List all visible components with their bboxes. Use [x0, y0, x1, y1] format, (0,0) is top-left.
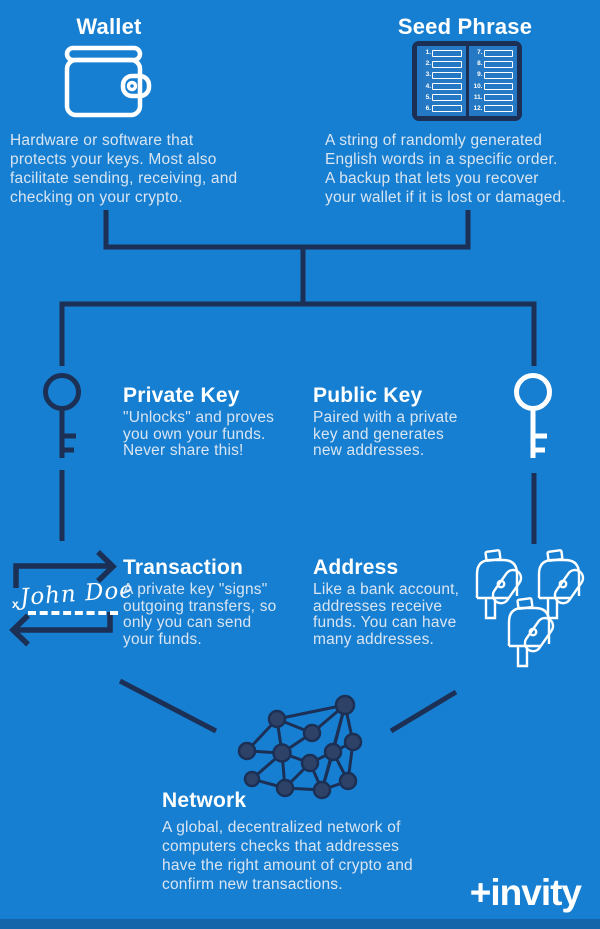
- private-key-title: Private Key: [123, 384, 240, 407]
- seed-word-row: 5.: [421, 94, 462, 102]
- transaction-description: A private key "signs" outgoing transfers…: [123, 581, 277, 648]
- signature-x-mark: x: [12, 597, 19, 611]
- wallet-title: Wallet: [76, 14, 142, 39]
- seed-word-row: 8.: [473, 60, 513, 68]
- transaction-icon: x John Doe: [8, 548, 135, 648]
- seed-word-slot: [483, 49, 513, 57]
- transfer-arrows-icon: [9, 550, 117, 647]
- private-key-icon: [43, 373, 81, 458]
- seed-word-number: 10.: [473, 82, 483, 90]
- seed-word-slot: [432, 49, 462, 57]
- seed-word-slot: [483, 83, 513, 91]
- seed-phrase-icon-pages: 1. 2. 3. 4. 5. 6. 7. 8. 9. 10. 11. 12.: [417, 46, 517, 116]
- seed-word-row: 3.: [421, 71, 462, 79]
- seed-word-slot: [483, 71, 513, 79]
- seed-word-number: 5.: [425, 93, 431, 101]
- seed-word-slot: [483, 60, 513, 68]
- seed-phrase-description: A string of randomly generated English w…: [325, 132, 566, 206]
- seed-word-slot: [483, 105, 513, 113]
- seed-word-slot: [432, 105, 462, 113]
- public-key-title: Public Key: [313, 384, 423, 407]
- seed-word-row: 6.: [421, 105, 462, 113]
- seed-word-number: 4.: [425, 82, 431, 90]
- seed-phrase-title: Seed Phrase: [397, 14, 533, 39]
- signature-dashed-line: [28, 611, 118, 615]
- seed-word-column-right: 7. 8. 9. 10. 11. 12.: [469, 46, 518, 116]
- seed-word-column-left: 1. 2. 3. 4. 5. 6.: [417, 46, 466, 116]
- public-key-icon: [514, 373, 552, 458]
- network-description: A global, decentralized network of compu…: [162, 819, 413, 893]
- public-key-description: Paired with a private key and generates …: [313, 409, 458, 459]
- seed-word-row: 4.: [421, 83, 462, 91]
- seed-word-row: 11.: [473, 93, 513, 102]
- seed-word-number: 11.: [473, 93, 483, 101]
- mailboxes-icon: [475, 548, 588, 668]
- seed-word-row: 7.: [473, 49, 513, 57]
- seed-card-divider: [465, 46, 469, 116]
- seed-word-number: 2.: [425, 60, 431, 68]
- seed-word-slot: [432, 71, 462, 79]
- seed-phrase-icon: 1. 2. 3. 4. 5. 6. 7. 8. 9. 10. 11. 12.: [412, 41, 522, 121]
- seed-word-slot: [483, 94, 513, 102]
- wallet-description: Hardware or software that protects your …: [10, 132, 238, 206]
- seed-word-number: 1.: [425, 49, 431, 56]
- seed-word-row: 12.: [473, 104, 513, 113]
- seed-word-number: 9.: [477, 71, 483, 79]
- seed-word-row: 2.: [421, 60, 462, 68]
- bottom-bar: [0, 919, 600, 929]
- network-graph-icon: [237, 694, 363, 800]
- seed-word-number: 3.: [425, 71, 431, 79]
- private-key-description: "Unlocks" and proves you own your funds.…: [123, 409, 275, 459]
- seed-word-number: 7.: [477, 49, 483, 56]
- seed-word-row: 10.: [473, 82, 513, 91]
- seed-word-slot: [432, 83, 462, 91]
- invity-logo: +invity: [469, 872, 582, 913]
- seed-word-number: 8.: [477, 60, 483, 68]
- seed-word-number: 12.: [473, 104, 483, 112]
- address-description: Like a bank account, addresses receive f…: [313, 581, 460, 648]
- seed-word-row: 9.: [473, 71, 513, 79]
- seed-word-number: 6.: [425, 104, 431, 112]
- address-title: Address: [313, 556, 399, 579]
- transaction-title: Transaction: [123, 556, 244, 579]
- seed-word-slot: [432, 94, 462, 102]
- network-title: Network: [162, 789, 247, 812]
- seed-word-row: 1.: [421, 49, 462, 57]
- seed-word-slot: [432, 60, 462, 68]
- wallet-icon: [64, 45, 152, 118]
